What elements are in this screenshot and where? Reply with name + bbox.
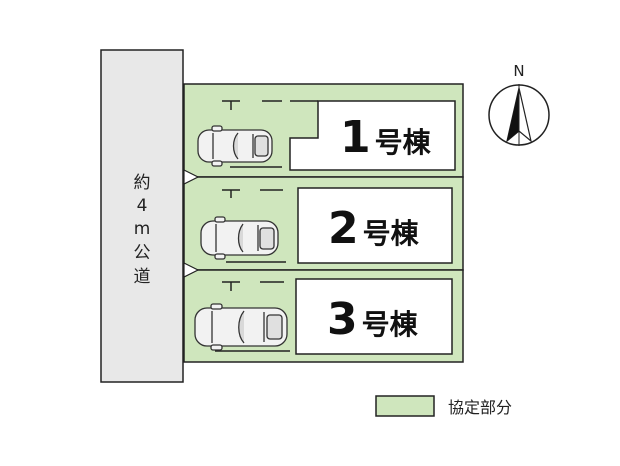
road-label-char: 4 [137, 196, 148, 216]
public-road [100, 49, 184, 383]
road-label-char: m [134, 219, 151, 239]
road-label: 約 4 m 公 道 [134, 173, 151, 287]
car-icon [194, 303, 288, 351]
car-icon [197, 125, 273, 167]
building-3-suffix: 号棟 [362, 308, 419, 341]
building-3-footprint [295, 278, 453, 355]
building-2-number: 2 [328, 203, 359, 254]
building-1-number: 1 [340, 112, 371, 163]
legend-label: 協定部分 [448, 398, 512, 417]
compass-north-label: N [513, 62, 524, 80]
north-arrow-icon: N [488, 62, 550, 146]
building-2-footprint [297, 187, 453, 264]
building-1-footprint [289, 100, 456, 171]
legend-swatch [375, 395, 435, 417]
car-icon [200, 216, 279, 260]
road-label-char: 公 [134, 243, 151, 263]
parking-markings [215, 100, 290, 352]
building-1-suffix: 号棟 [375, 126, 432, 159]
road-label-char: 道 [134, 267, 151, 287]
road-label-char: 約 [134, 173, 151, 193]
legend: 協定部分 [375, 395, 512, 417]
boundary-marker [183, 169, 200, 185]
building-2-suffix: 号棟 [363, 217, 420, 250]
building-3-number: 3 [327, 294, 358, 345]
boundary-marker [183, 262, 200, 278]
